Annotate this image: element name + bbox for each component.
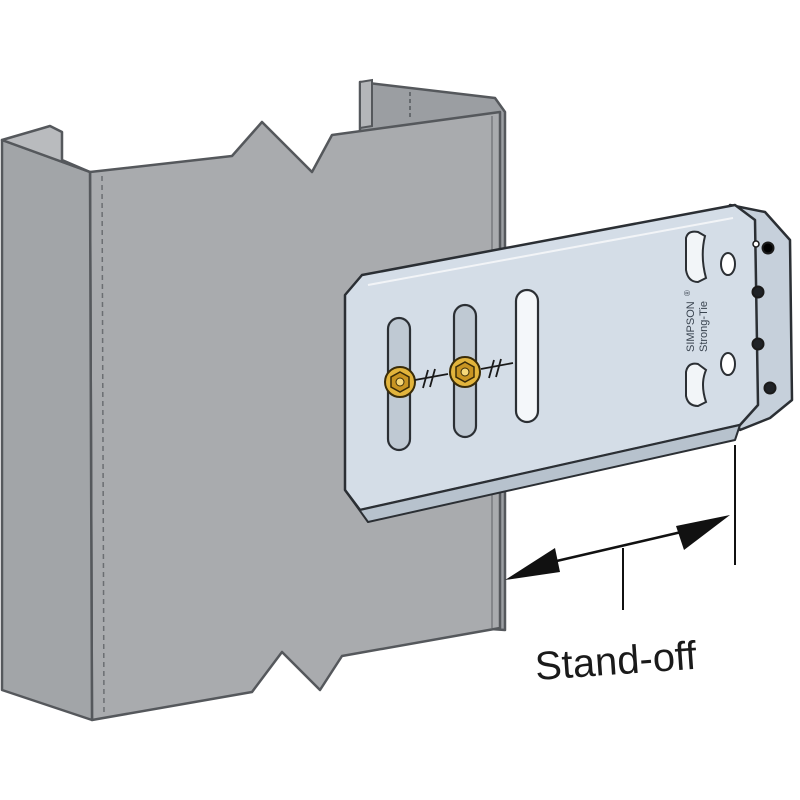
- dimension-line: [547, 528, 691, 565]
- dimension-arrow-icon: [505, 548, 560, 580]
- bracket-hole: [763, 381, 777, 395]
- stud-front-lip: [0, 124, 92, 174]
- standoff-bracket: SIMPSON Strong-Tie ®: [343, 203, 794, 523]
- bracket-hole: [761, 241, 775, 255]
- standoff-dimension: Stand-off: [505, 445, 736, 689]
- bracket-emboss-bottom: [685, 362, 708, 408]
- brand-line-2: Strong-Tie: [698, 301, 710, 352]
- bracket-emboss-top: [685, 230, 708, 284]
- stud-web: [88, 110, 502, 722]
- slot-3: [514, 288, 540, 424]
- bracket-hole: [751, 337, 765, 351]
- brand-line-1: SIMPSON: [685, 301, 697, 352]
- stud-front-flange: [0, 138, 94, 722]
- brand-mark: SIMPSON Strong-Tie ®: [683, 290, 710, 352]
- bracket-hole: [751, 285, 765, 299]
- bracket-oval-hole: [720, 352, 736, 376]
- registered-mark: ®: [683, 290, 692, 296]
- bracket-bottom-lip: [344, 424, 741, 523]
- dimension-label: Stand-off: [534, 634, 699, 689]
- stud-back-lip: [359, 78, 373, 130]
- hex-washer-screw-icon: [384, 366, 416, 398]
- bracket-oval-hole: [720, 252, 736, 276]
- hex-washer-screw-icon: [449, 356, 481, 388]
- bracket-hole: [752, 240, 760, 248]
- dimension-arrow-icon: [676, 515, 730, 550]
